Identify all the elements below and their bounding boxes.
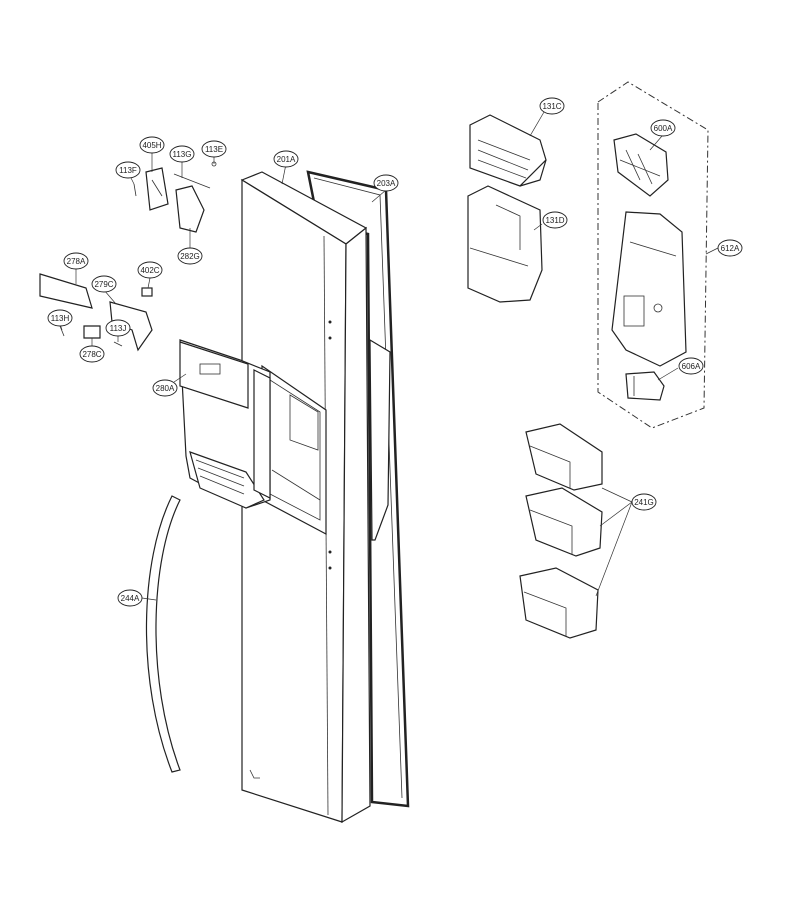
svg-text:131D: 131D [545, 216, 564, 225]
small-parts [39, 161, 217, 352]
svg-text:113H: 113H [51, 314, 70, 323]
callout-279C: 279C [91, 275, 117, 293]
svg-text:600A: 600A [654, 124, 673, 133]
callout-bubbles: 131C 131D 600A 612A 606A 241G 405H 113G [47, 97, 743, 607]
svg-text:405H: 405H [142, 141, 161, 150]
callout-113G: 113G [169, 145, 195, 163]
callout-203A: 203A [373, 174, 399, 192]
svg-text:402C: 402C [140, 266, 159, 275]
callout-113E: 113E [201, 140, 227, 158]
dispenser-housing [179, 339, 271, 509]
svg-text:280A: 280A [156, 384, 175, 393]
svg-text:244A: 244A [121, 594, 140, 603]
svg-text:278C: 278C [82, 350, 101, 359]
callout-131D: 131D [542, 211, 568, 229]
callout-113H: 113H [47, 309, 73, 327]
callout-402C: 402C [137, 261, 163, 279]
ice-bin-bucket [467, 185, 543, 303]
callout-113J: 113J [105, 319, 131, 337]
svg-text:113J: 113J [110, 324, 127, 333]
svg-text:241G: 241G [634, 498, 654, 507]
door-handle [145, 495, 181, 773]
svg-text:279C: 279C [94, 280, 113, 289]
callout-131C: 131C [539, 97, 565, 115]
svg-text:612A: 612A [721, 244, 740, 253]
callout-606A: 606A [678, 357, 704, 375]
callout-282G: 282G [177, 247, 203, 265]
callout-280A: 280A [152, 379, 178, 397]
svg-text:201A: 201A [277, 155, 296, 164]
callout-113F: 113F [115, 161, 141, 179]
callout-201A: 201A [273, 150, 299, 168]
callout-405H: 405H [139, 136, 165, 154]
callout-278A: 278A [63, 252, 89, 270]
callout-241G: 241G [631, 493, 657, 511]
svg-text:131C: 131C [542, 102, 561, 111]
svg-text:278A: 278A [67, 257, 86, 266]
svg-text:282G: 282G [180, 252, 200, 261]
callout-244A: 244A [117, 589, 143, 607]
callout-600A: 600A [650, 119, 676, 137]
ice-bin-cover [469, 114, 547, 187]
ice-maker-assembly [597, 81, 709, 429]
svg-text:203A: 203A [377, 179, 396, 188]
callout-612A: 612A [717, 239, 743, 257]
door-bins [519, 423, 603, 639]
svg-text:113E: 113E [205, 145, 223, 154]
callout-278C: 278C [79, 345, 105, 363]
svg-text:606A: 606A [682, 362, 701, 371]
svg-text:113F: 113F [119, 166, 137, 175]
svg-text:113G: 113G [173, 150, 192, 159]
